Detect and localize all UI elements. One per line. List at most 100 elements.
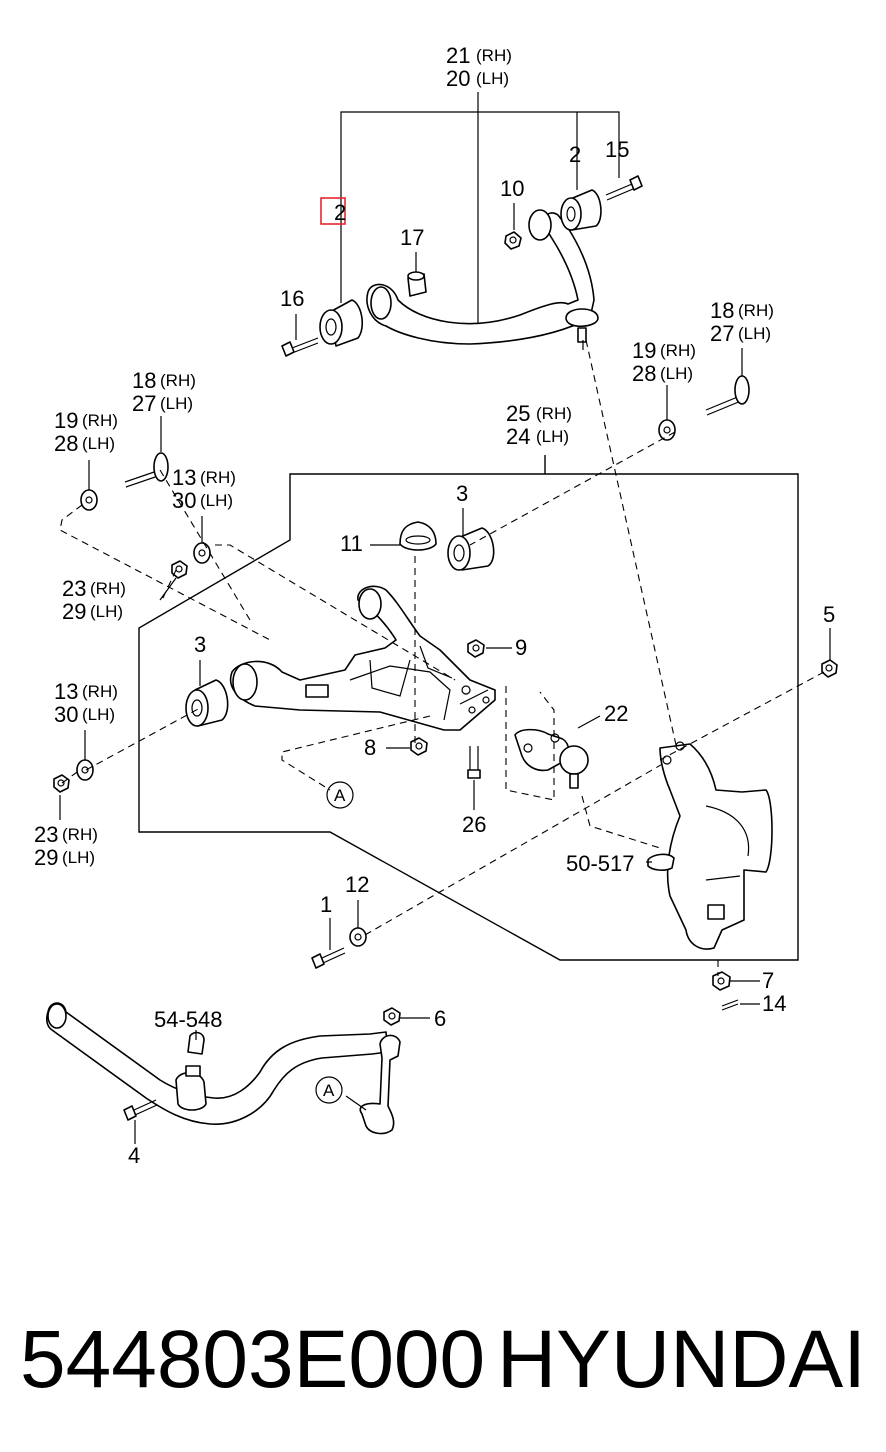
bolt-16 <box>281 337 319 357</box>
label-23-upper-rh: (RH) <box>90 579 126 598</box>
washer-19-28-left <box>80 489 98 511</box>
label-27-right: 27 <box>710 321 734 346</box>
label-30-lower-lh: (LH) <box>82 705 115 724</box>
label-24: 24 <box>506 424 530 449</box>
steering-knuckle <box>647 741 773 950</box>
reference-a-circle-upper <box>326 781 354 809</box>
bolt-1 <box>311 947 346 969</box>
label-30-upper: 30 <box>172 488 196 513</box>
label-27-left-lh: (LH) <box>160 394 193 413</box>
washer-12 <box>349 927 367 947</box>
label-10: 10 <box>500 176 524 201</box>
upper-leader-lines <box>295 203 584 350</box>
lower-bushing-front <box>185 679 229 727</box>
label-27-right-lh: (LH) <box>738 324 771 343</box>
label-2-highlighted: 2 <box>334 200 346 225</box>
label-a-upper: A <box>334 786 346 805</box>
upper-bushing-rear <box>560 189 602 231</box>
label-leader-lines <box>59 348 831 1144</box>
label-17: 17 <box>400 225 424 250</box>
spacer-17 <box>407 271 427 297</box>
nut-8 <box>410 737 428 756</box>
highlight-box <box>320 197 346 225</box>
washer-13-30-lower <box>76 759 94 781</box>
label-23-upper: 23 <box>62 576 86 601</box>
label-13-lower: 13 <box>54 679 78 704</box>
label-13-upper: 13 <box>172 465 196 490</box>
bolt-4 <box>123 1099 158 1121</box>
label-5: 5 <box>823 602 835 627</box>
stabilizer-bushing-54-548 <box>175 1031 207 1111</box>
reference-a-circle-lower <box>315 1076 343 1104</box>
upper-arm-bracket <box>340 92 620 325</box>
cam-bolt-18-27-left <box>124 452 169 488</box>
cotter-pin-14 <box>721 999 739 1011</box>
label-13-upper-rh: (RH) <box>200 468 236 487</box>
part-number: 544803E000 <box>20 1314 486 1405</box>
label-19-right-rh: (RH) <box>660 341 696 360</box>
label-9: 9 <box>515 635 527 660</box>
label-24-lh: (LH) <box>536 427 569 446</box>
lower-arm-frame <box>138 455 799 961</box>
nut-23-29-upper <box>171 560 188 579</box>
label-19-right: 19 <box>632 338 656 363</box>
bolt-15 <box>605 175 643 201</box>
label-22: 22 <box>604 701 628 726</box>
label-28-left-lh: (LH) <box>82 434 115 453</box>
label-3-front: 3 <box>194 632 206 657</box>
ball-joint-22 <box>514 728 589 789</box>
label-21: 21 <box>446 43 470 68</box>
label-30-lower: 30 <box>54 702 78 727</box>
label-25-rh: (RH) <box>536 404 572 423</box>
label-15: 15 <box>605 137 629 162</box>
label-27-left: 27 <box>132 391 156 416</box>
upper-control-arm <box>366 209 599 345</box>
label-28-right-lh: (LH) <box>660 364 693 383</box>
lower-bushing-rear <box>447 527 495 571</box>
label-8: 8 <box>364 735 376 760</box>
label-13-lower-rh: (RH) <box>82 682 118 701</box>
label-18-right: 18 <box>710 298 734 323</box>
nut-5 <box>821 659 838 678</box>
label-19-left: 19 <box>54 408 78 433</box>
stabilizer-link <box>359 1007 401 1135</box>
label-19-left-rh: (RH) <box>82 411 118 430</box>
label-20-lh: (LH) <box>476 69 509 88</box>
label-3-rear: 3 <box>456 481 468 506</box>
label-6: 6 <box>434 1006 446 1031</box>
label-30-upper-lh: (LH) <box>200 491 233 510</box>
cam-bolt-18-27-right <box>705 375 750 416</box>
callout-labels: 21 (RH) 20 (LH) 2 2 15 10 17 16 18 (RH) … <box>34 43 835 1168</box>
label-11: 11 <box>340 531 363 556</box>
label-23-lower: 23 <box>34 822 58 847</box>
label-16: 16 <box>280 286 304 311</box>
label-a-lower: A <box>323 1081 335 1100</box>
nut-7 <box>712 971 731 991</box>
label-1: 1 <box>320 892 332 917</box>
bolt-26 <box>467 746 481 779</box>
suspension-exploded-diagram: 21 (RH) 20 (LH) 2 2 15 10 17 16 18 (RH) … <box>34 43 838 1168</box>
label-29-lower: 29 <box>34 845 58 870</box>
label-7: 7 <box>762 968 774 993</box>
label-54-548: 54-548 <box>154 1007 223 1032</box>
nut-10 <box>504 231 522 250</box>
label-28-left: 28 <box>54 431 78 456</box>
label-26: 26 <box>462 812 486 837</box>
label-23-lower-rh: (RH) <box>62 825 98 844</box>
nut-23-29-lower <box>53 774 70 793</box>
label-4: 4 <box>128 1143 140 1168</box>
label-18-right-rh: (RH) <box>738 301 774 320</box>
label-14: 14 <box>762 991 786 1016</box>
label-2: 2 <box>569 142 581 167</box>
nut-9 <box>467 639 485 658</box>
assembly-dashed-lines <box>59 339 825 976</box>
lower-control-arm <box>229 585 496 731</box>
bump-stopper-11 <box>399 521 437 551</box>
label-20: 20 <box>446 66 470 91</box>
label-29-lower-lh: (LH) <box>62 848 95 867</box>
label-50-517: 50-517 <box>566 851 635 876</box>
label-29-upper: 29 <box>62 599 86 624</box>
label-28-right: 28 <box>632 361 656 386</box>
brand-name: HYUNDAI <box>496 1314 866 1405</box>
label-18-left: 18 <box>132 368 156 393</box>
